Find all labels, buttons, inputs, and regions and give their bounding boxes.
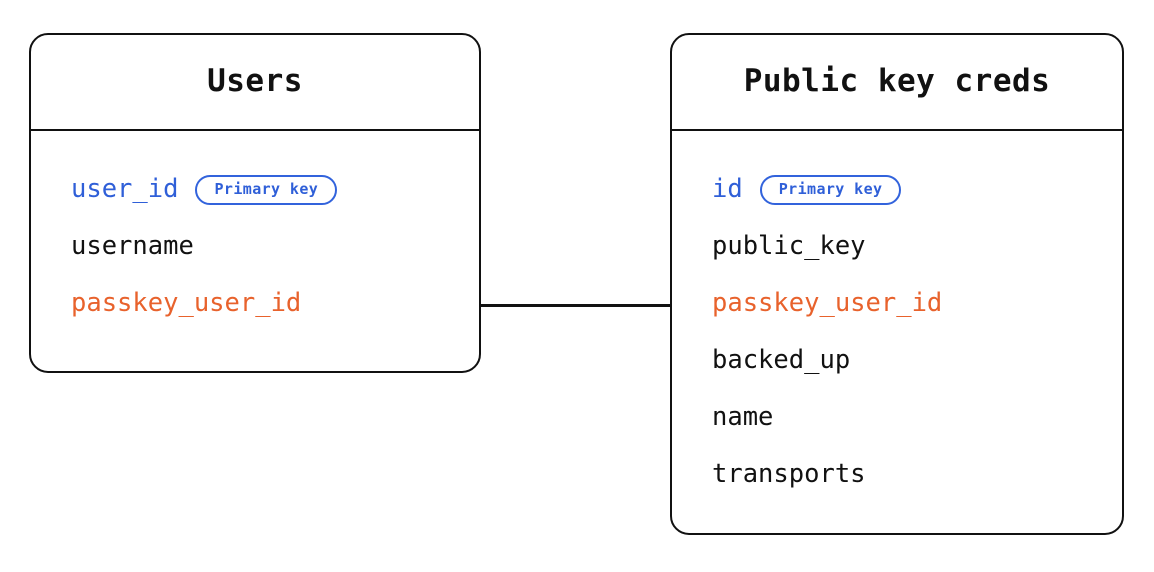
primary-key-badge: Primary key [759, 174, 902, 205]
entity-header-users: Users [31, 35, 479, 131]
entity-title: Users [207, 62, 303, 99]
field-row[interactable]: username [71, 218, 479, 275]
field-name: id [712, 173, 743, 204]
entity-title: Public key creds [743, 62, 1051, 99]
primary-key-badge-label: Primary key [214, 180, 319, 198]
field-row[interactable]: name [712, 389, 1122, 446]
field-name: transports [712, 458, 866, 489]
entity-header-public-key-creds: Public key creds [672, 35, 1122, 131]
entity-fields-users: user_id Primary key username passkey_user_i… [31, 131, 479, 371]
entity-table-users[interactable]: Users user_id Primary key username passkey_u… [29, 33, 481, 373]
relationship-connector-users-to-public-key-creds[interactable] [481, 304, 672, 307]
field-name: username [71, 230, 194, 261]
field-row[interactable]: passkey_user_id [712, 275, 1122, 332]
field-row[interactable]: user_id Primary key [71, 161, 479, 218]
field-row[interactable]: public_key [712, 218, 1122, 275]
field-name: backed_up [712, 344, 851, 375]
field-name: name [712, 401, 774, 432]
primary-key-badge: Primary key [195, 174, 338, 205]
primary-key-badge-label: Primary key [778, 180, 883, 198]
field-row[interactable]: transports [712, 446, 1122, 503]
field-row[interactable]: id Primary key [712, 161, 1122, 218]
field-name: passkey_user_id [712, 287, 943, 318]
field-row[interactable]: backed_up [712, 332, 1122, 389]
field-name: public_key [712, 230, 866, 261]
field-row[interactable]: passkey_user_id [71, 275, 479, 332]
field-name: user_id [71, 173, 179, 204]
field-name: passkey_user_id [71, 287, 302, 318]
